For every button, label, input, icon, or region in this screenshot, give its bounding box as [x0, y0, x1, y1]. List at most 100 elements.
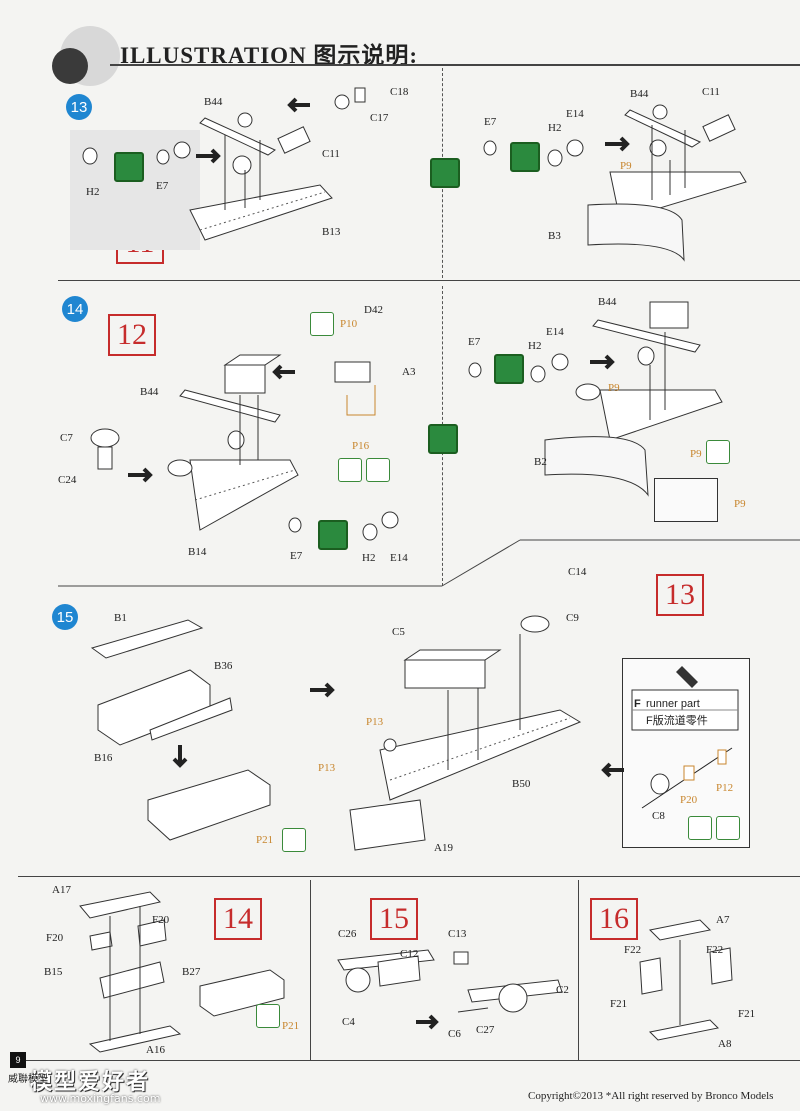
part-label: C8 — [652, 810, 665, 822]
runner-inset-drawing — [631, 666, 739, 809]
part-label: C26 — [338, 928, 357, 940]
page-ref-box: 12 — [108, 314, 156, 356]
part-label: B27 — [182, 966, 201, 978]
sequence-icon — [318, 520, 348, 550]
part-label: A19 — [434, 842, 453, 854]
part-label: E7 — [156, 180, 169, 192]
part-label: C4 — [342, 1016, 355, 1028]
arrow-left-icon — [601, 762, 624, 778]
diagram-step15 — [90, 615, 582, 851]
part-label: C6 — [448, 1028, 461, 1040]
part-label-photoetch: P13 — [318, 762, 336, 774]
part-label: C27 — [476, 1024, 495, 1036]
header-circles-decoration — [52, 26, 120, 86]
part-label: D42 — [364, 304, 383, 316]
watermark-url: www.moxingfans.com — [40, 1092, 161, 1105]
part-label: B15 — [44, 966, 63, 978]
part-label: H2 — [528, 340, 542, 352]
glue-icon — [706, 440, 730, 464]
part-label: F22 — [706, 944, 724, 956]
part-label: B44 — [204, 96, 223, 108]
part-label: E14 — [566, 108, 584, 120]
part-label: H2 — [362, 552, 376, 564]
page-ref-box: 14 — [214, 898, 262, 940]
part-label-photoetch: P21 — [256, 834, 274, 846]
part-label-photoetch: P9 — [608, 382, 620, 394]
diagram-box16 — [639, 919, 733, 1041]
attach-icon — [338, 458, 362, 482]
glue-sequence-icon — [114, 152, 144, 182]
diagram-step14-left — [90, 354, 399, 541]
divider-row4 — [18, 876, 800, 877]
runner-letter: F — [634, 698, 641, 710]
divider-footer — [18, 1060, 800, 1061]
watermark-logo-text: 模型爱好者 — [30, 1070, 151, 1095]
runner-label-cn: F版流道零件 — [646, 715, 708, 727]
sequence-icon — [428, 424, 458, 454]
part-label: C18 — [390, 86, 409, 98]
divider-diagonal — [58, 539, 800, 587]
glue-icon — [310, 312, 334, 336]
part-label: B2 — [534, 456, 547, 468]
part-label: E14 — [390, 552, 408, 564]
header-rule — [110, 64, 800, 66]
part-label: B36 — [214, 660, 233, 672]
part-label-photoetch: P9 — [734, 498, 746, 510]
part-label: E14 — [546, 326, 564, 338]
part-label: C11 — [322, 148, 340, 160]
glue-icon — [366, 458, 390, 482]
part-label: A3 — [402, 366, 416, 378]
diagram-box14 — [79, 891, 285, 1053]
part-label: C17 — [370, 112, 389, 124]
detail-inset — [654, 478, 718, 522]
step-badge-14: 14 — [62, 296, 88, 322]
part-label: H2 — [548, 122, 562, 134]
part-label: C11 — [702, 86, 720, 98]
part-label: A17 — [52, 884, 71, 896]
part-label: C12 — [400, 948, 419, 960]
part-label: A16 — [146, 1044, 165, 1056]
runner-label-en: runner part — [646, 698, 700, 710]
part-label-photoetch: P16 — [352, 440, 370, 452]
part-label: B1 — [114, 612, 127, 624]
attach-icon — [688, 816, 712, 840]
part-label-photoetch: P13 — [366, 716, 384, 728]
part-label: A7 — [716, 914, 730, 926]
step-badge-15: 15 — [52, 604, 78, 630]
part-label: F20 — [152, 914, 170, 926]
part-label: E7 — [290, 550, 303, 562]
part-label: B44 — [140, 386, 159, 398]
diagram-step13-left — [82, 87, 366, 241]
part-label: C5 — [392, 626, 405, 638]
step-badge-13: 13 — [66, 94, 92, 120]
sequence-icon — [430, 158, 460, 188]
watermark-small: 威聯模型 — [8, 1074, 48, 1085]
part-label-photoetch: P21 — [282, 1020, 300, 1032]
part-label: E7 — [484, 116, 497, 128]
part-label: E7 — [468, 336, 481, 348]
part-label: B50 — [512, 778, 531, 790]
page-number: 9 — [10, 1052, 26, 1068]
part-label: F21 — [610, 998, 628, 1010]
part-label-photoetch: P12 — [716, 782, 734, 794]
part-label-photoetch: P20 — [680, 794, 698, 806]
divider-row1 — [58, 280, 800, 281]
glue-icon — [256, 1004, 280, 1028]
divider-box15-16 — [578, 880, 579, 1060]
part-label: C14 — [568, 566, 587, 578]
part-label: C9 — [566, 612, 579, 624]
sequence-icon — [494, 354, 524, 384]
page-ref-box: 16 — [590, 898, 638, 940]
part-label: F22 — [624, 944, 642, 956]
part-label: A8 — [718, 1038, 732, 1050]
part-label-photoetch: P9 — [690, 448, 702, 460]
part-label: C13 — [448, 928, 467, 940]
part-label: C2 — [556, 984, 569, 996]
part-label: B16 — [94, 752, 113, 764]
part-label: B44 — [598, 296, 617, 308]
part-label: C7 — [60, 432, 73, 444]
part-label: F20 — [46, 932, 64, 944]
diagram-step14-right — [468, 301, 723, 497]
part-label: B13 — [322, 226, 341, 238]
